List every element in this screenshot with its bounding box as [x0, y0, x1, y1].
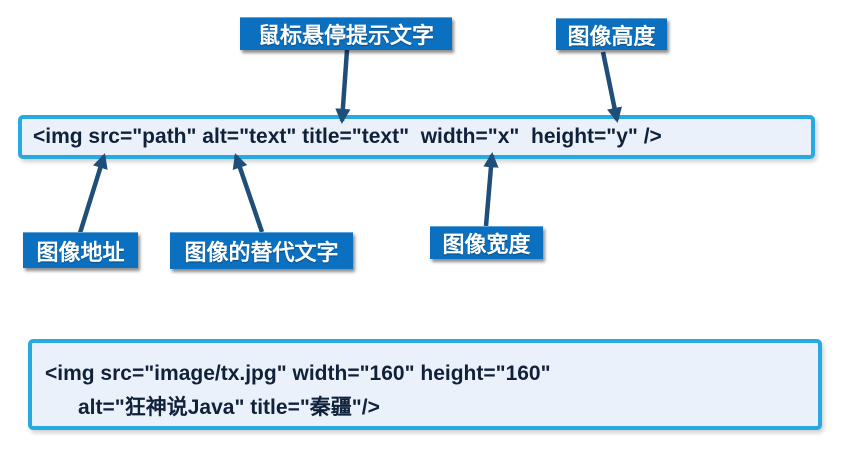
img-syntax-code: <img src="path" alt="text" title="text" … — [33, 125, 662, 148]
label-image-src: 图像地址 — [23, 232, 138, 268]
img-example-code-box: <img src="image/tx.jpg" width="160" heig… — [28, 339, 822, 430]
arrow-widthlabel-to-width — [483, 151, 499, 227]
label-image-width: 图像宽度 — [430, 226, 543, 259]
arrow-srclabel-to-src — [77, 153, 108, 234]
arrow-tooltip-to-title — [335, 49, 351, 125]
label-image-alt: 图像的替代文字 — [170, 232, 353, 269]
arrow-heightlabel-to-height — [600, 51, 623, 123]
label-tooltip-text: 鼠标悬停提示文字 — [240, 17, 452, 50]
example-code-line-1: <img src="image/tx.jpg" width="160" heig… — [45, 362, 551, 385]
example-code-line-2: alt="狂神说Java" title="秦疆"/> — [78, 396, 380, 419]
label-image-height: 图像高度 — [556, 18, 667, 50]
img-syntax-code-box: <img src="path" alt="text" title="text" … — [18, 115, 815, 159]
arrow-altlabel-to-alt — [232, 153, 265, 233]
